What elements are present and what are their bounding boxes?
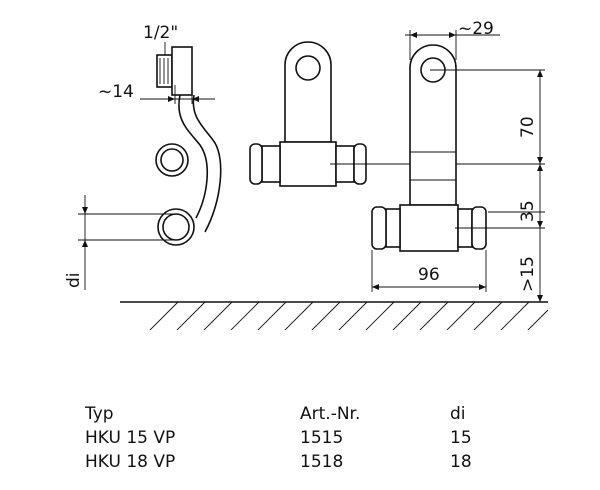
- dim-thread: 1/2": [143, 23, 178, 43]
- cell-type: HKU 15 VP: [85, 428, 176, 448]
- dim-width-top: ~29: [458, 19, 494, 39]
- dim-height-upper: 70: [518, 116, 538, 138]
- technical-drawing: di ~14 1/2": [64, 19, 549, 330]
- cell-article-number: 1518: [300, 452, 344, 472]
- dim-offset: ~14: [98, 82, 134, 102]
- cell-di: 15: [450, 428, 472, 448]
- header-di: di: [450, 404, 466, 424]
- floor: [120, 301, 549, 330]
- cell-type: HKU 18 VP: [85, 452, 176, 472]
- header-article-number: Art.-Nr.: [300, 404, 361, 424]
- dim-length: 96: [418, 265, 440, 285]
- dim-height-lower: 35: [518, 200, 538, 222]
- middle-view: [249, 41, 545, 187]
- side-view: di ~14 1/2": [64, 23, 222, 290]
- header-type: Typ: [85, 404, 114, 424]
- dim-di: di: [64, 272, 84, 288]
- dim-floor-clearance: >15: [518, 256, 538, 292]
- cell-di: 18: [450, 452, 472, 472]
- cell-article-number: 1515: [300, 428, 344, 448]
- front-view: ~29 70 35 >15 96: [371, 19, 545, 302]
